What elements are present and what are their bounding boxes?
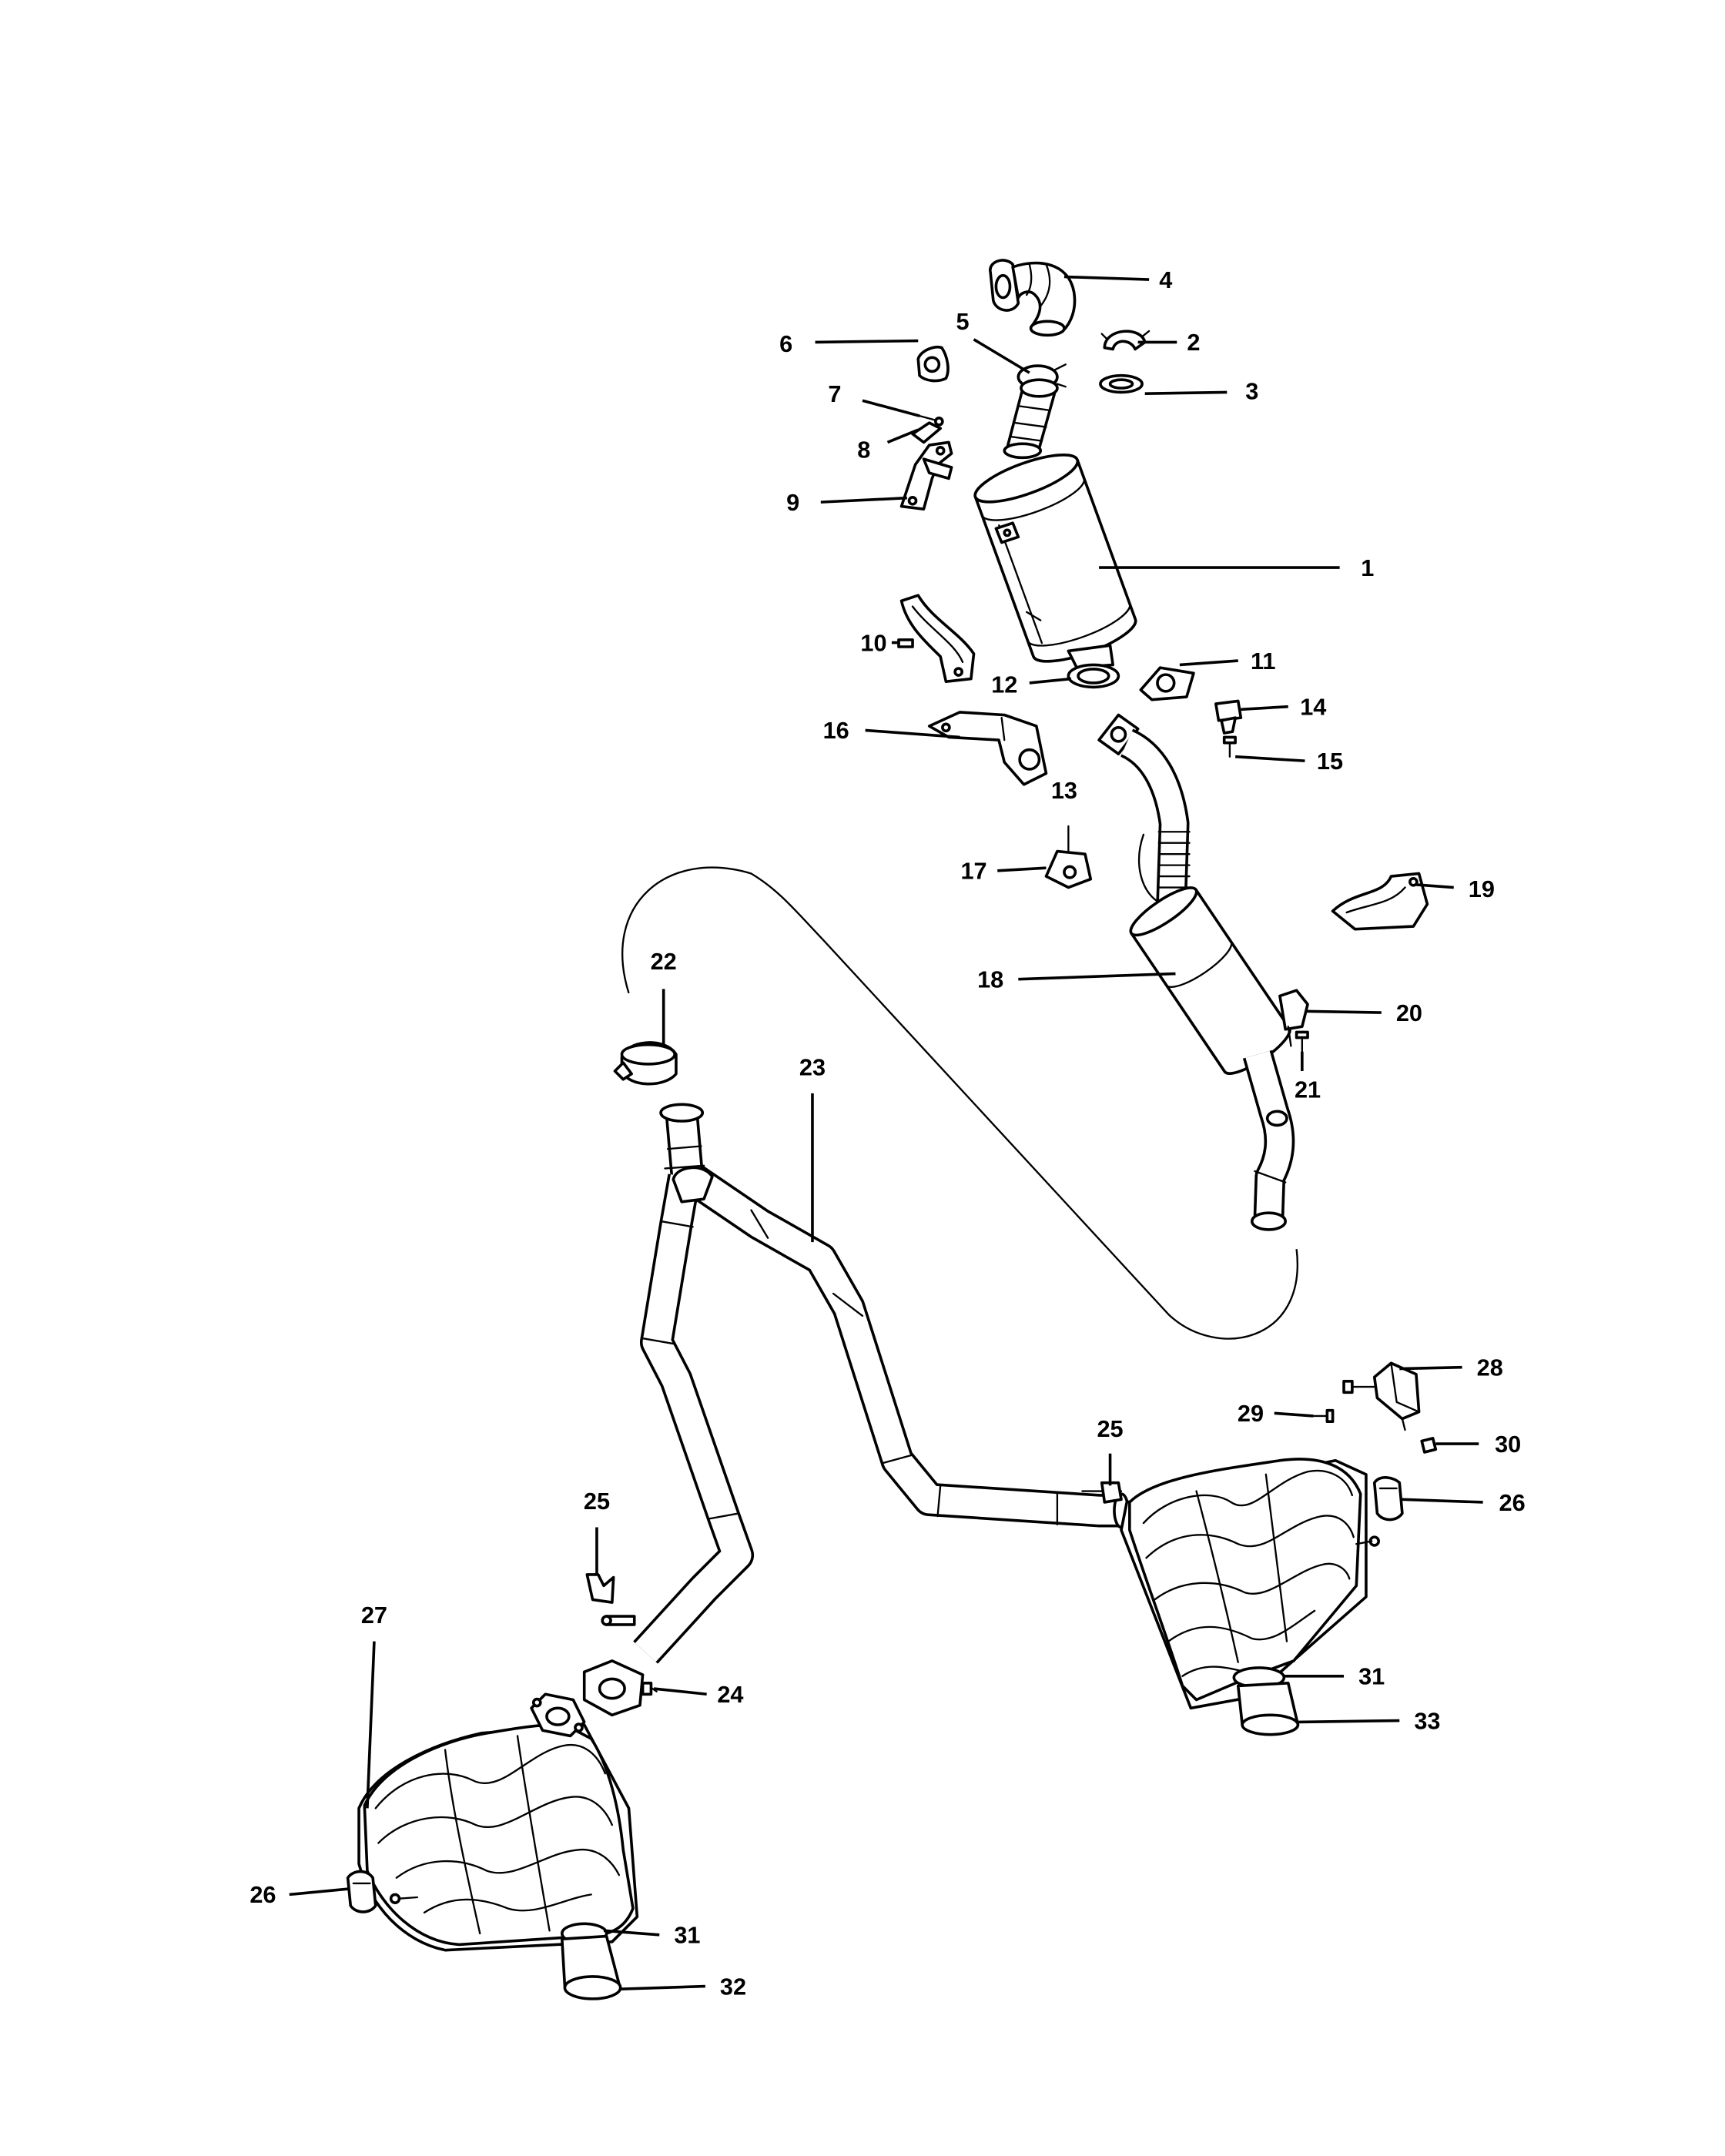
part-15-drawing bbox=[1222, 735, 1237, 758]
leader-line bbox=[1298, 1719, 1400, 1724]
leader-line bbox=[1402, 1498, 1483, 1504]
callout-labels: 1 2 3 4 5 6 7 8 9 10 11 12 13 14 15 16 1… bbox=[250, 266, 1525, 2000]
callout-label: 16 bbox=[823, 717, 849, 744]
leader-line bbox=[1235, 755, 1305, 762]
part-4-drawing bbox=[989, 259, 1077, 337]
leader-line bbox=[862, 399, 920, 417]
leader-line bbox=[1063, 275, 1150, 281]
part-20-drawing bbox=[1278, 989, 1309, 1047]
part-27-drawing bbox=[357, 1692, 639, 1952]
part-25-right-drawing bbox=[1081, 1481, 1123, 1504]
callout-label: 33 bbox=[1414, 1707, 1440, 1734]
leader-line bbox=[820, 496, 907, 504]
callout-label: 15 bbox=[1317, 748, 1343, 775]
leader-line bbox=[603, 1929, 660, 1937]
callout-label: 7 bbox=[828, 380, 841, 407]
callout-label: 20 bbox=[1396, 999, 1422, 1026]
part-19-drawing bbox=[1331, 872, 1429, 931]
part-23-drawing bbox=[633, 1103, 1130, 1664]
callout-label: 4 bbox=[1159, 266, 1172, 293]
callout-label: 12 bbox=[991, 671, 1017, 698]
leader-line bbox=[1144, 390, 1228, 396]
part-13-drawing bbox=[1097, 713, 1140, 755]
part-18-drawing bbox=[1120, 728, 1295, 1231]
part-11-drawing bbox=[1139, 666, 1195, 701]
callout-label: 1 bbox=[1361, 554, 1374, 581]
callout-label: 23 bbox=[799, 1053, 826, 1080]
leader-line bbox=[997, 866, 1047, 872]
callout-label: 31 bbox=[674, 1922, 700, 1949]
callout-label: 8 bbox=[857, 436, 870, 463]
part-26-left-drawing bbox=[346, 1870, 377, 1913]
callout-label: 29 bbox=[1238, 1400, 1264, 1427]
callout-label: 28 bbox=[1477, 1354, 1503, 1381]
part-32-drawing bbox=[561, 1934, 622, 2000]
part-26-right-drawing bbox=[1372, 1476, 1404, 1522]
callout-label: 31 bbox=[1358, 1663, 1385, 1690]
part-25-left-drawing bbox=[585, 1573, 636, 1626]
callout-label: 30 bbox=[1495, 1431, 1521, 1458]
leader-line bbox=[1018, 972, 1176, 981]
part-33-drawing bbox=[1236, 1681, 1300, 1736]
part-22-drawing bbox=[613, 1041, 678, 1086]
callout-label: 22 bbox=[651, 948, 677, 975]
part-30-drawing bbox=[1420, 1437, 1438, 1454]
leader-lines bbox=[289, 275, 1483, 1991]
part-16-drawing bbox=[927, 711, 1048, 786]
callout-label: 19 bbox=[1469, 875, 1495, 902]
leader-line bbox=[1305, 1009, 1382, 1014]
part-29-drawing bbox=[1312, 1408, 1335, 1423]
part-1-drawing bbox=[973, 453, 1137, 689]
part-6-drawing bbox=[916, 345, 950, 383]
part-5-drawing bbox=[1003, 363, 1067, 460]
callout-label: 32 bbox=[720, 1973, 746, 2000]
leader-line bbox=[289, 1887, 348, 1897]
callout-label: 11 bbox=[1251, 648, 1275, 675]
leader-line bbox=[1415, 883, 1454, 889]
part-28-drawing bbox=[1342, 1361, 1421, 1431]
leader-line bbox=[1399, 1365, 1462, 1371]
callout-label: 21 bbox=[1295, 1076, 1321, 1103]
callout-label: 13 bbox=[1051, 777, 1077, 804]
callout-label: 3 bbox=[1245, 377, 1258, 404]
callout-label: 25 bbox=[584, 1488, 610, 1515]
leader-line bbox=[366, 1641, 376, 1809]
part-9-drawing bbox=[899, 440, 953, 511]
callout-label: 9 bbox=[786, 489, 799, 516]
callout-label: 10 bbox=[860, 629, 886, 656]
callout-label: 2 bbox=[1187, 329, 1200, 356]
callout-label: 5 bbox=[956, 308, 970, 335]
leader-line bbox=[1274, 1411, 1314, 1418]
part-14-drawing bbox=[1214, 699, 1243, 735]
callout-label: 26 bbox=[1499, 1489, 1526, 1516]
leader-line bbox=[886, 428, 919, 444]
part-17-drawing bbox=[1044, 825, 1093, 889]
callout-label: 14 bbox=[1300, 694, 1326, 721]
leader-line bbox=[620, 1984, 705, 1991]
callout-label: 18 bbox=[977, 966, 1003, 993]
leader-line bbox=[1241, 705, 1288, 711]
leader-line bbox=[653, 1687, 707, 1696]
leader-line bbox=[815, 339, 919, 344]
callout-label: 17 bbox=[960, 858, 986, 885]
callout-label: 27 bbox=[361, 1602, 387, 1629]
part-2-drawing bbox=[1100, 330, 1151, 351]
callout-label: 6 bbox=[779, 330, 792, 357]
callout-label: 24 bbox=[717, 1681, 743, 1708]
leader-line bbox=[973, 338, 1030, 374]
leader-line bbox=[1029, 677, 1072, 685]
part-8-drawing bbox=[911, 421, 942, 444]
leader-line bbox=[1179, 659, 1238, 667]
part-3-drawing bbox=[1099, 373, 1144, 394]
part-10-drawing bbox=[897, 594, 976, 683]
leader-line bbox=[865, 728, 960, 739]
callout-label: 25 bbox=[1097, 1415, 1123, 1442]
part-31-right-drawing bbox=[1120, 1458, 1380, 1710]
part-7-drawing bbox=[918, 414, 944, 427]
part-24-drawing bbox=[582, 1659, 658, 1717]
routing-loop-line bbox=[621, 866, 1298, 1340]
callout-label: 26 bbox=[250, 1881, 276, 1908]
part-21-drawing bbox=[1295, 1030, 1309, 1053]
